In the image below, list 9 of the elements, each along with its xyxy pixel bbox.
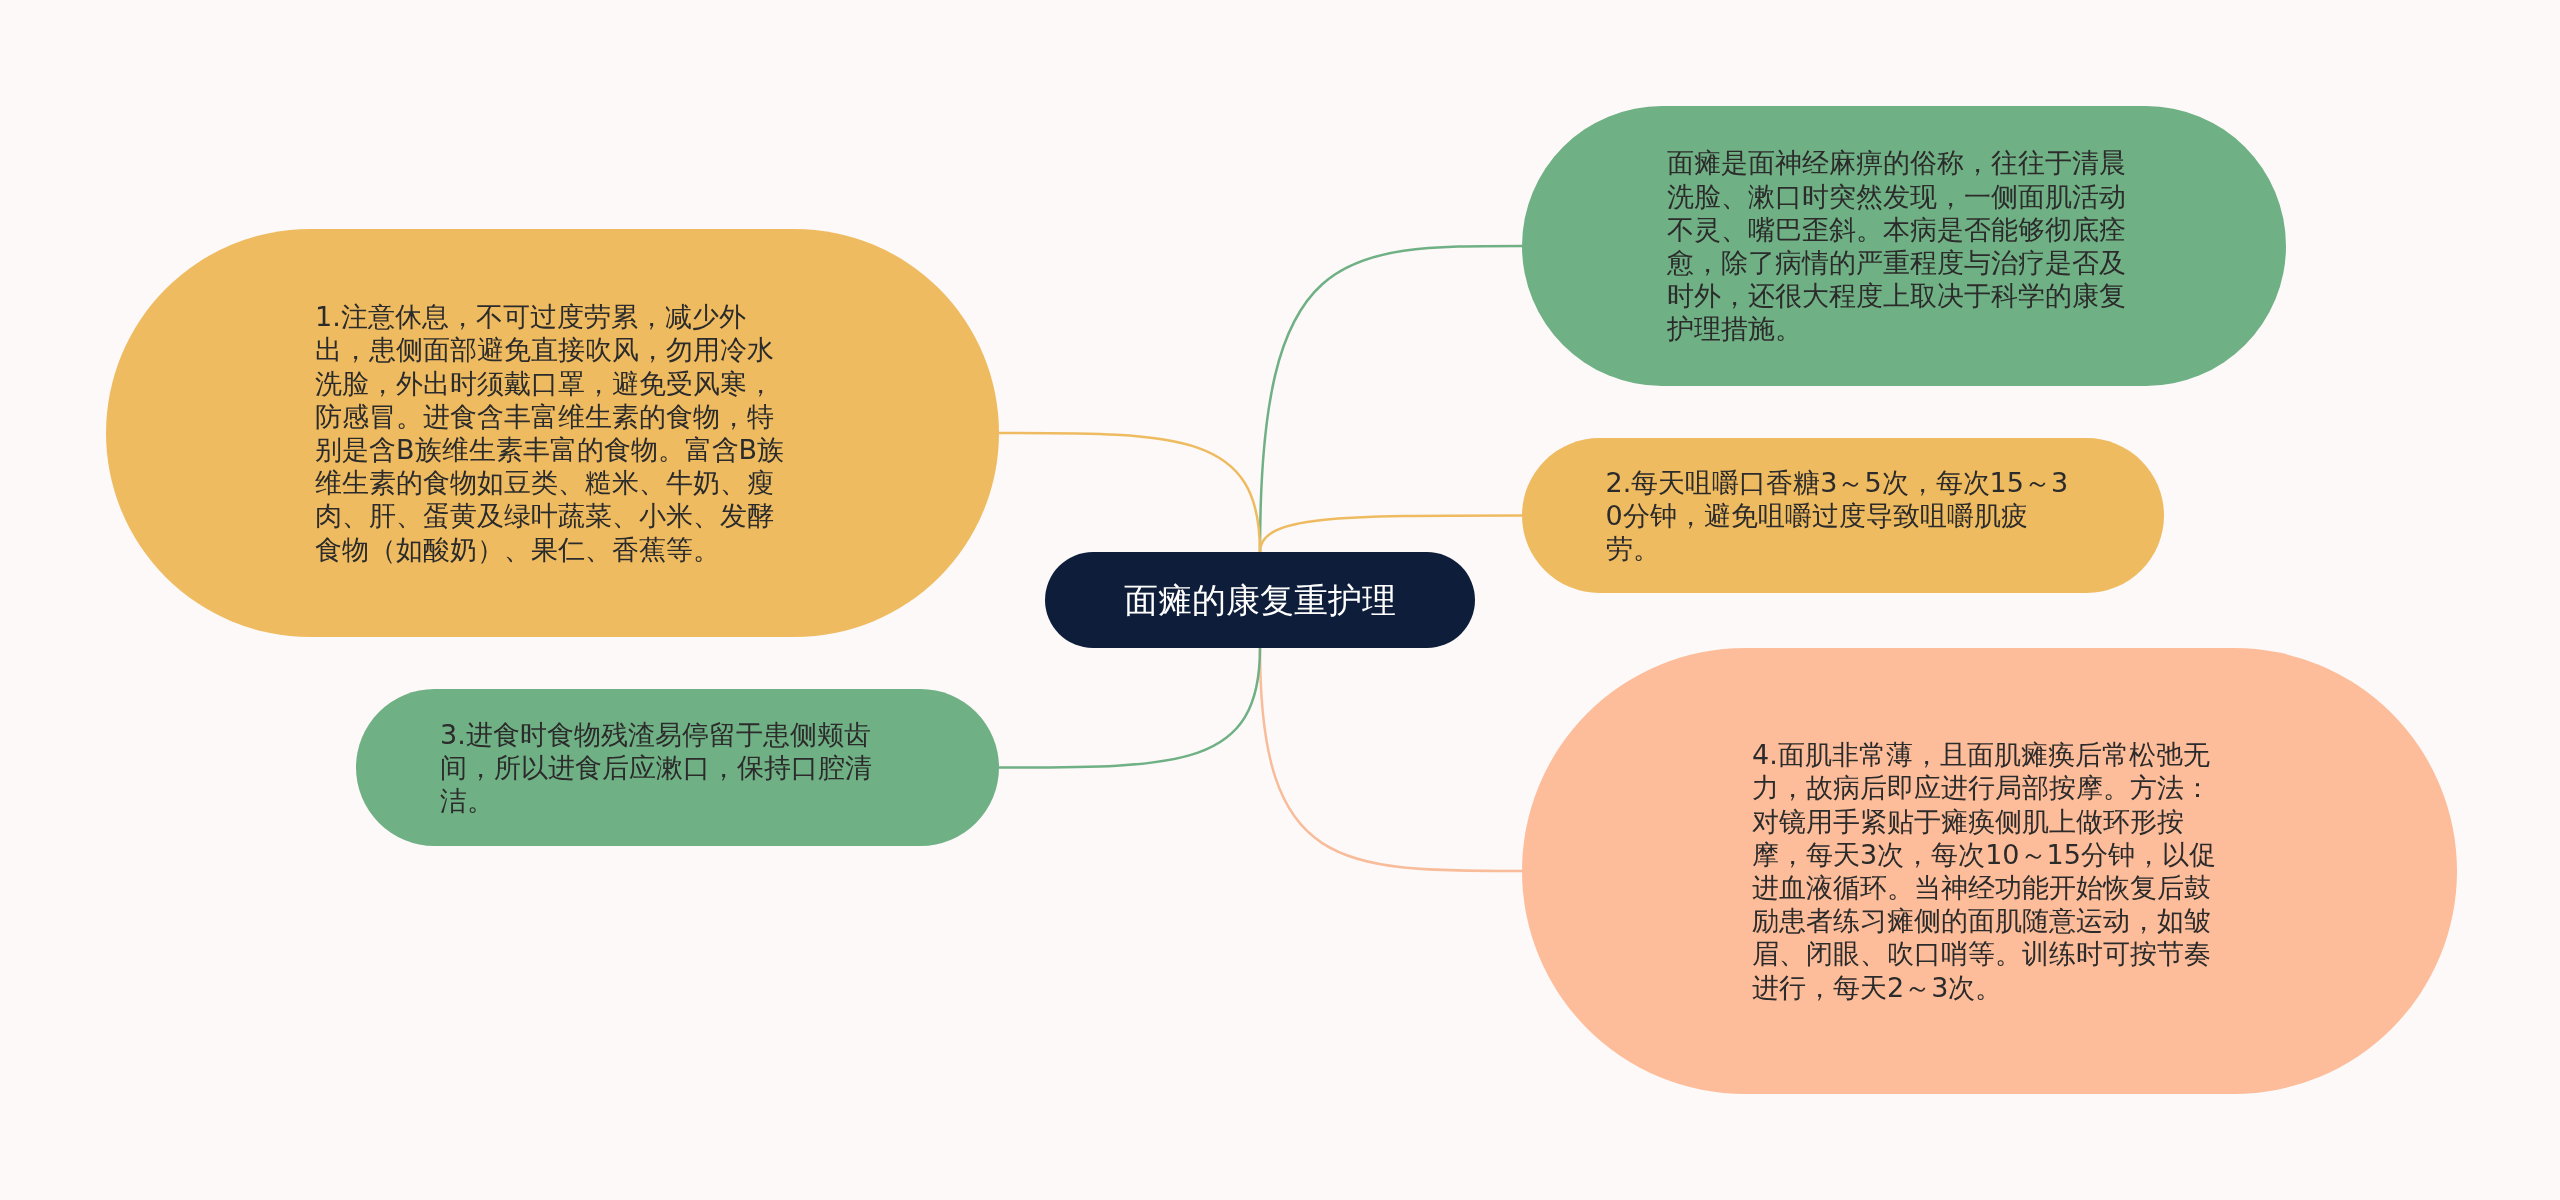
connector-line [999,647,1262,769]
topic-text: 2.每天咀嚼口香糖3～5次，每次15～30分钟，避免咀嚼过度导致咀嚼肌疲劳。 [1605,465,2070,566]
connector-line [999,431,1262,553]
topic-text: 3.进食时食物残渣易停留于患侧颊齿间，所以进食后应漱口，保持口腔清洁。 [440,717,873,818]
topic-text: 1.注意休息，不可过度劳累，减少外出，患侧面部避免直接吹风，勿用冷水洗脸，外出时须戴口罩，避免受风寒，防感冒。进食含丰富维生素的食物，特别是含B族维生素丰富的食物。富含B族维生素的食物如豆类、糙米、牛奶、瘦肉、肝、蛋黄及绿叶蔬菜、小米、发酵食物（如酸奶）、果仁、香蕉等。 [315,300,786,566]
topic-text: 面瘫是面神经麻痹的俗称，往往于清晨洗脸、漱口时突然发现，一侧面肌活动不灵、嘴巴歪斜。本病是否能够彻底痊愈，除了病情的严重程度与治疗是否及时外，还很大程度上取决于科学的康复护理措施。 [1666,146,2127,346]
topic-title: 面瘫的康复重护理 [1123,579,1397,621]
connector-line [1258,514,1522,553]
topic-text: 4.面肌非常薄，且面肌瘫痪后常松弛无力，故病后即应进行局部按摩。方法：对镜用手紧贴于瘫痪侧肌上做环形按摩，每天3次，每次10～15分钟，以促进血液循环。当神经功能开始恢复后鼓励患者练习瘫侧的面肌随意运动，如皱眉、闭眼、吹口哨等。训练时可按节奏进行，每天2～3次。 [1752,738,2217,1004]
